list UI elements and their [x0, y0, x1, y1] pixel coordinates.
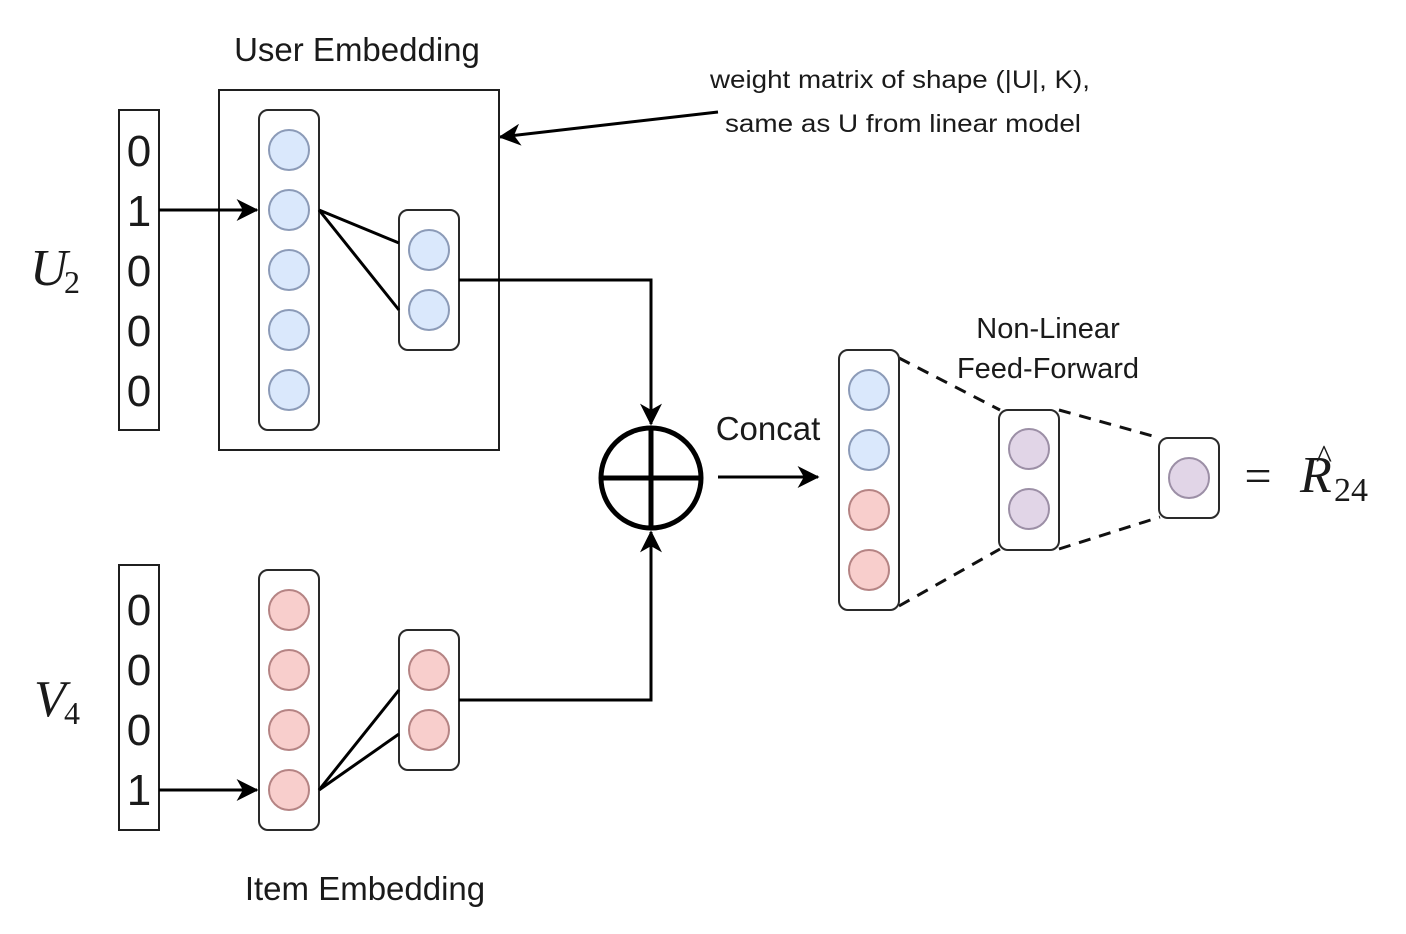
user-onehot-vector — [118, 109, 160, 431]
item-embedding-title: Item Embedding — [245, 870, 485, 907]
equals-sign: = — [1244, 450, 1271, 503]
svg-text:4: 4 — [64, 695, 80, 731]
user-embed-link-2 — [317, 209, 401, 311]
output-node — [1168, 457, 1210, 499]
ff-dash-4 — [1058, 515, 1161, 551]
item-onehot-digit: 0 — [127, 646, 151, 695]
user-embedding-node — [408, 289, 450, 331]
user-input-node — [268, 309, 310, 351]
item-input-node — [268, 709, 310, 751]
user-onehot-digit: 0 — [127, 247, 151, 296]
output-symbol: R — [1299, 447, 1332, 504]
concat-item-node — [848, 549, 890, 591]
user-embed-nodes — [408, 229, 450, 331]
user-onehot-digit: 0 — [127, 127, 151, 176]
user-embedding-node — [408, 229, 450, 271]
user-embed-link-1 — [318, 208, 400, 245]
user-layer-nodes — [268, 129, 310, 411]
output-subscript: 24 — [1334, 472, 1368, 509]
user-onehot-digits: 0 1 0 0 0 — [127, 127, 151, 416]
ff-label-line-2: Feed-Forward — [957, 353, 1139, 385]
concat-user-node — [848, 369, 890, 411]
concat-layer — [838, 349, 900, 611]
item-embedding-node — [408, 649, 450, 691]
annotation-arrow — [498, 110, 719, 146]
user-symbol: U 2 — [30, 240, 80, 300]
user-embedding-title: User Embedding — [234, 31, 480, 68]
item-onehot-digits: 0 0 0 1 — [127, 586, 151, 815]
concat-item-node — [848, 489, 890, 531]
item-layer-nodes — [268, 589, 310, 811]
svg-text:2: 2 — [64, 264, 80, 300]
output-equation: = R ^ 24 — [1244, 439, 1368, 509]
item-embedding-node — [408, 709, 450, 751]
item-embed-link-2 — [318, 732, 400, 792]
item-onehot-digit: 0 — [127, 586, 151, 635]
item-input-node — [268, 589, 310, 631]
item-symbol: V 4 — [34, 671, 80, 731]
ff-dash-1 — [898, 356, 1001, 412]
output-nodes — [1168, 457, 1210, 499]
user-input-node — [268, 369, 310, 411]
user-to-concat-arrow — [459, 278, 662, 426]
user-onehot-digit: 0 — [127, 307, 151, 356]
svg-text:U: U — [30, 240, 71, 297]
user-onehot-digit: 1 — [127, 187, 151, 236]
item-onehot-digit: 0 — [127, 706, 151, 755]
annotation-line-1: weight matrix of shape (|U|, K), — [709, 66, 1090, 94]
user-input-node — [268, 129, 310, 171]
ff-dash-2 — [898, 547, 1001, 608]
item-onehot-vector — [118, 564, 160, 831]
hidden-nodes — [1008, 428, 1050, 530]
concat-label: Concat — [716, 410, 821, 447]
item-input-node — [268, 769, 310, 811]
item-input-node — [268, 649, 310, 691]
ff-dash-3 — [1058, 408, 1161, 440]
item-embed-nodes — [408, 649, 450, 751]
user-onehot-digit: 0 — [127, 367, 151, 416]
concat-user-node — [848, 429, 890, 471]
ff-label-line-1: Non-Linear — [976, 313, 1120, 345]
svg-text:V: V — [34, 671, 71, 728]
hidden-node — [1008, 428, 1050, 470]
concat-operator-icon — [598, 425, 704, 531]
item-embed-link-1 — [317, 689, 401, 791]
item-input-layer — [258, 569, 320, 831]
concat-nodes — [848, 369, 890, 591]
item-onehot-digit: 1 — [127, 766, 151, 815]
annotation-line-2: same as U from linear model — [725, 110, 1081, 138]
user-input-node — [268, 249, 310, 291]
item-to-concat-arrow — [459, 530, 662, 702]
output-hat: ^ — [1316, 439, 1332, 476]
user-input-node — [268, 189, 310, 231]
hidden-node — [1008, 488, 1050, 530]
